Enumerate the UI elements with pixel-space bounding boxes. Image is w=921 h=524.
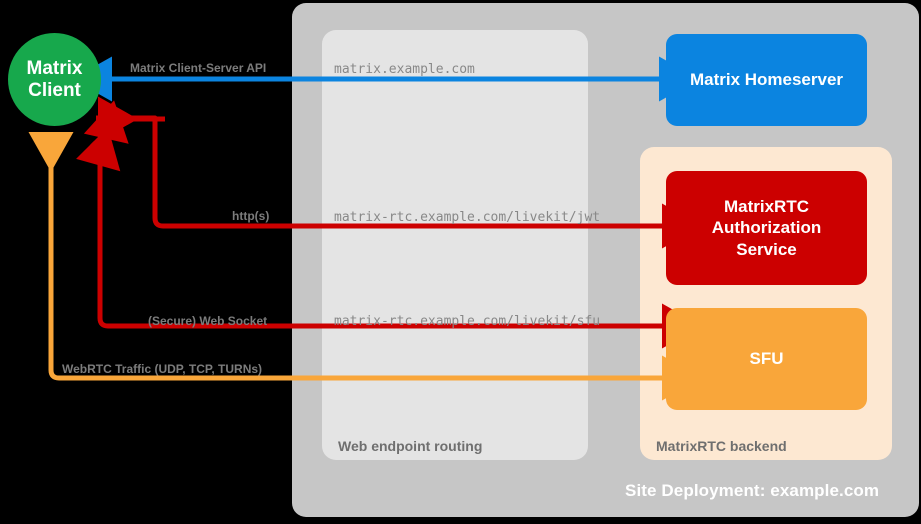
node-matrix-client[interactable]: Matrix Client [8, 33, 101, 126]
node-matrixrtc-authorization-service[interactable]: MatrixRTC Authorization Service [666, 171, 867, 285]
auth-service-label-line1: MatrixRTC [723, 197, 809, 217]
matrix-homeserver-label: Matrix Homeserver [689, 70, 844, 89]
web-endpoint-routing-container [322, 30, 588, 460]
node-sfu[interactable]: SFU [666, 308, 867, 410]
matrix-client-label-line1: Matrix [26, 58, 83, 80]
sfu-label: SFU [749, 349, 784, 368]
auth-service-label-line2: Authorization [711, 218, 822, 238]
matrix-client-label-line2: Client [28, 79, 81, 101]
endpoint-livekit-sfu: matrix-rtc.example.com/livekit/sfu [334, 314, 601, 329]
matrixrtc-backend-label: MatrixRTC backend [656, 438, 787, 454]
node-matrix-homeserver[interactable]: Matrix Homeserver [666, 34, 867, 126]
label-web-socket: (Secure) Web Socket [148, 314, 268, 328]
label-https: http(s) [232, 209, 270, 223]
label-webrtc-traffic: WebRTC Traffic (UDP, TCP, TURNs) [62, 362, 263, 376]
site-deployment-label: Site Deployment: example.com [625, 481, 880, 500]
endpoint-matrix-example-com: matrix.example.com [334, 62, 475, 77]
web-endpoint-routing-label: Web endpoint routing [338, 438, 483, 454]
endpoint-livekit-jwt: matrix-rtc.example.com/livekit/jwt [334, 210, 601, 225]
auth-service-label-line3: Service [736, 239, 797, 259]
label-client-server-api: Matrix Client-Server API [130, 61, 267, 75]
